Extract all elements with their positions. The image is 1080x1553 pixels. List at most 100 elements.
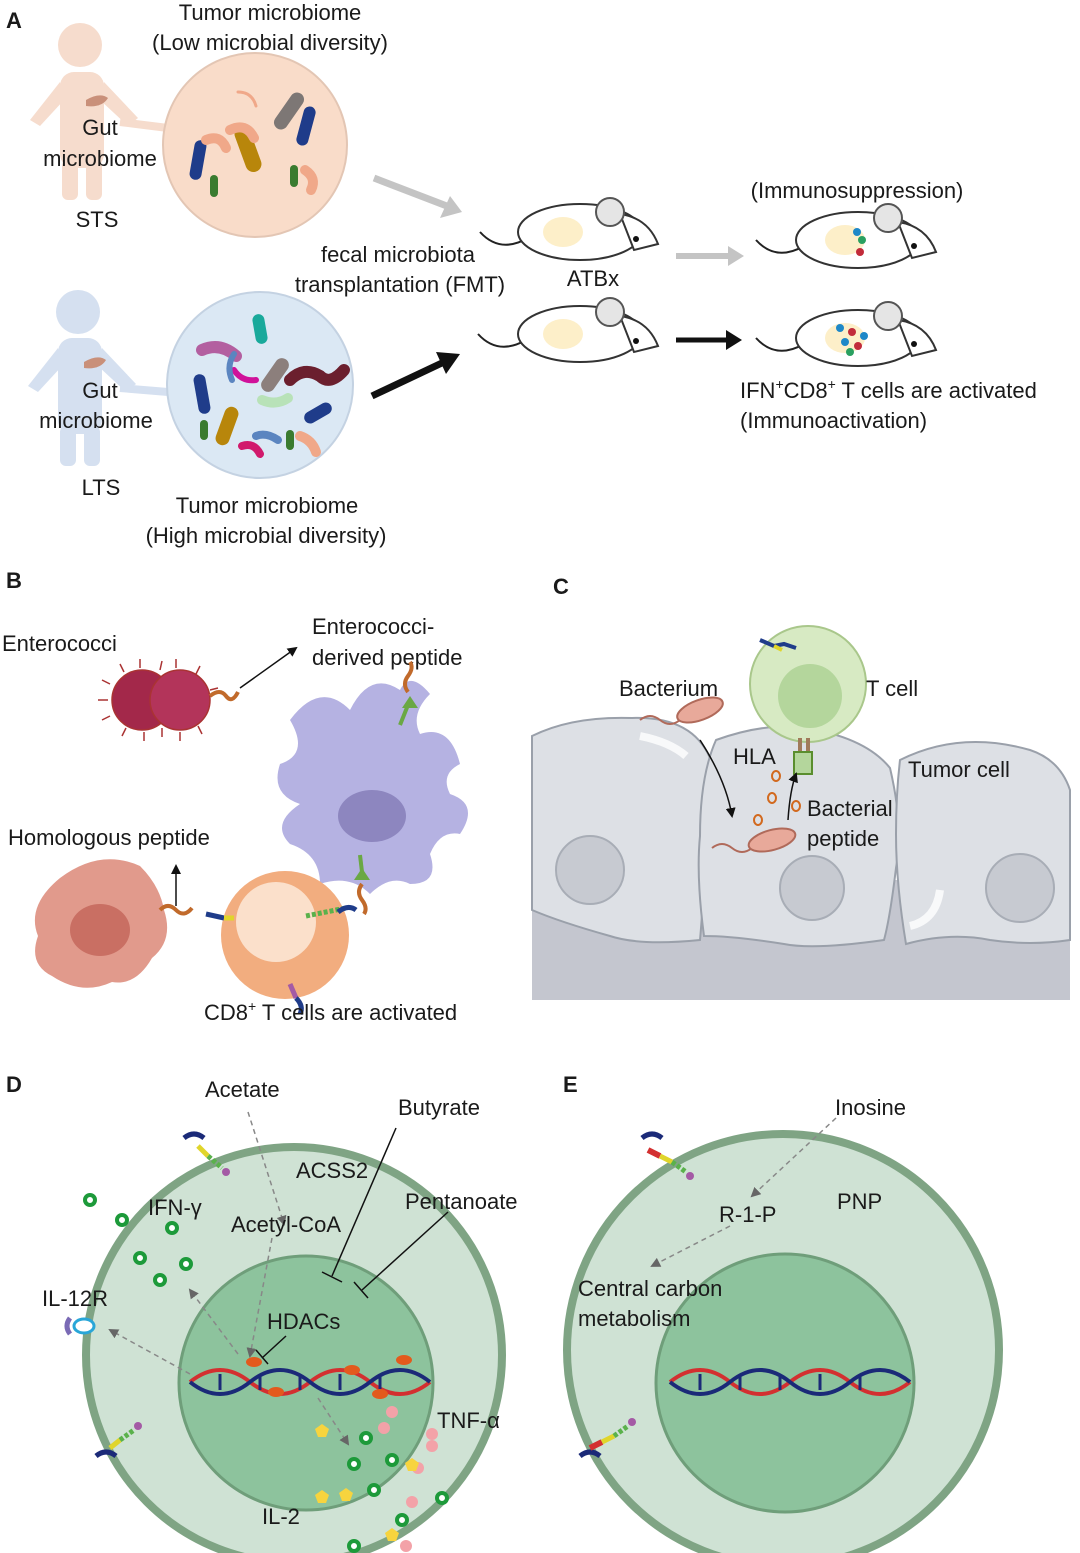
panel-b: B Enterococci Enterococci- derived pepti…: [2, 568, 468, 1025]
t-cell-green-nucleus: [778, 664, 842, 728]
pentanoate-inhibition: [353, 1211, 449, 1299]
presentation-arrow: [787, 772, 798, 821]
butyrate-inhibition: [321, 1127, 397, 1283]
immunoactivation-label-1: IFN+CD8+ T cells are activated: [740, 376, 1037, 403]
panel-d: D: [6, 1072, 518, 1553]
e-tcr-top: [640, 1131, 694, 1180]
panel-a-letter: A: [6, 8, 22, 33]
panel-c: C: [531, 574, 1071, 1000]
tumor-cell-left-nucleus: [555, 835, 625, 905]
sts-gut-label-2: microbiome: [43, 146, 157, 171]
fmt-label-1: fecal microbiota: [321, 242, 476, 267]
d-tcr-bottom: [94, 1422, 142, 1459]
atbx-label: ATBx: [567, 266, 619, 291]
hdac-inhibition: [255, 1335, 287, 1365]
bacterial-peptide-dots: [753, 770, 801, 826]
t-cell-label: T cell: [866, 676, 918, 701]
enterococci-icon: [98, 659, 219, 741]
hdacs-label: HDACs: [267, 1309, 340, 1334]
il-12r-label: IL-12R: [42, 1286, 108, 1311]
gut-icon: [86, 95, 108, 107]
zoom-connector: [119, 118, 169, 132]
tcr-hla-complex: [793, 738, 813, 775]
d-hdac-blobs: [246, 1355, 412, 1399]
acss2-label: ACSS2: [296, 1158, 368, 1183]
cytokine-arrow: [317, 1397, 350, 1446]
mouse-icon-lts: [477, 297, 660, 363]
panel-e-letter: E: [563, 1072, 578, 1097]
lts-gut-label-2: microbiome: [39, 408, 153, 433]
inosine-label: Inosine: [835, 1095, 906, 1120]
tcr-icon: [759, 638, 797, 652]
cd8-activated-label: CD8+ T cells are activated: [204, 998, 457, 1025]
panel-d-letter: D: [6, 1072, 22, 1097]
enterococci-label: Enterococci: [2, 631, 117, 656]
bacterial-peptide-label-2: peptide: [807, 826, 879, 851]
fmt-arrow-sts: [372, 174, 454, 212]
tumor-cell-middle-nucleus: [779, 855, 845, 921]
sts-human-figure: [30, 23, 138, 200]
ifn-gamma-dots: [83, 1193, 449, 1553]
e-t-cell-nucleus: [654, 1252, 916, 1514]
mouse-icon-immunosuppressed: [755, 203, 938, 269]
il-2-dots: [315, 1424, 419, 1541]
fmt-arrow-lts: [370, 358, 446, 400]
tumor-cell-middle: [697, 725, 900, 948]
il-2-label: IL-2: [262, 1504, 300, 1529]
central-carbon-label-2: metabolism: [578, 1306, 690, 1331]
central-carbon-label-1: Central carbon: [578, 1276, 722, 1301]
mouse-icon-immunoactivated: [755, 301, 938, 367]
immunoactivation-label-2: (Immunoactivation): [740, 408, 927, 433]
panel-a: A Tumor microbiome (Low microbia: [6, 0, 1037, 548]
low-diversity-title-1: Tumor microbiome: [179, 0, 362, 25]
tumor-cell-right-nucleus: [985, 853, 1055, 923]
enterococci-peptide-label-1: Enterococci-: [312, 614, 434, 639]
high-diversity-title-1: Tumor microbiome: [176, 493, 359, 518]
entry-arrow: [699, 739, 736, 818]
e-tcr-bottom: [578, 1418, 636, 1459]
pnp-label: PNP: [837, 1189, 882, 1214]
panel-b-letter: B: [6, 568, 22, 593]
panel-e: E Inosine R-1-P PNP Central carbon: [563, 1072, 1003, 1553]
gut-icon: [84, 357, 106, 369]
il-12r-icon: [64, 1316, 96, 1336]
high-diversity-title-2: (High microbial diversity): [146, 523, 387, 548]
enterococci-peptide-label-2: derived peptide: [312, 645, 462, 670]
butyrate-label: Butyrate: [398, 1095, 480, 1120]
il12r-arrow: [108, 1329, 191, 1375]
bacterial-peptide-label-1: Bacterial: [807, 796, 893, 821]
lts-gut-label-1: Gut: [82, 378, 117, 403]
hla-label: HLA: [733, 744, 776, 769]
homologous-peptide-label: Homologous peptide: [8, 825, 210, 850]
low-diversity-bacteria: [189, 90, 318, 197]
ifn-arrow: [188, 1288, 239, 1355]
zoom-connector: [119, 384, 169, 396]
fmt-label-2: transplantation (FMT): [295, 272, 505, 297]
mhc-receptor: [354, 660, 418, 916]
dendritic-cell: [277, 680, 468, 894]
acetate-arrow: [247, 1111, 287, 1226]
tumor-cell-label: Tumor cell: [908, 757, 1010, 782]
tnf-alpha-label: TNF-α: [437, 1408, 500, 1433]
sts-gut-label-1: Gut: [82, 115, 117, 140]
inosine-arrow: [750, 1117, 837, 1198]
homologous-peptide: [158, 904, 194, 916]
cd8-t-cell-nucleus: [236, 882, 316, 962]
bacterium-label: Bacterium: [619, 676, 718, 701]
d-dna-icon: [188, 1368, 432, 1396]
acetyl-coa-label: Acetyl-CoA: [231, 1212, 341, 1237]
bacterium-inside-icon: [711, 827, 797, 853]
enterococci-peptide: [208, 690, 240, 702]
tcr-receptors: [205, 904, 358, 1016]
high-diversity-microbiome-circle: [166, 291, 354, 479]
acetate-label: Acetate: [205, 1077, 280, 1102]
sts-label: STS: [76, 207, 119, 232]
tumor-cell-pink-nucleus: [70, 904, 130, 956]
r1p-label: R-1-P: [719, 1202, 776, 1227]
dendritic-cell-nucleus: [338, 790, 406, 842]
bacterium-icon: [639, 696, 724, 725]
pentanoate-label: Pentanoate: [405, 1189, 518, 1214]
ifn-gamma-label: IFN-γ: [148, 1195, 202, 1220]
immunosuppression-label: (Immunosuppression): [751, 178, 964, 203]
